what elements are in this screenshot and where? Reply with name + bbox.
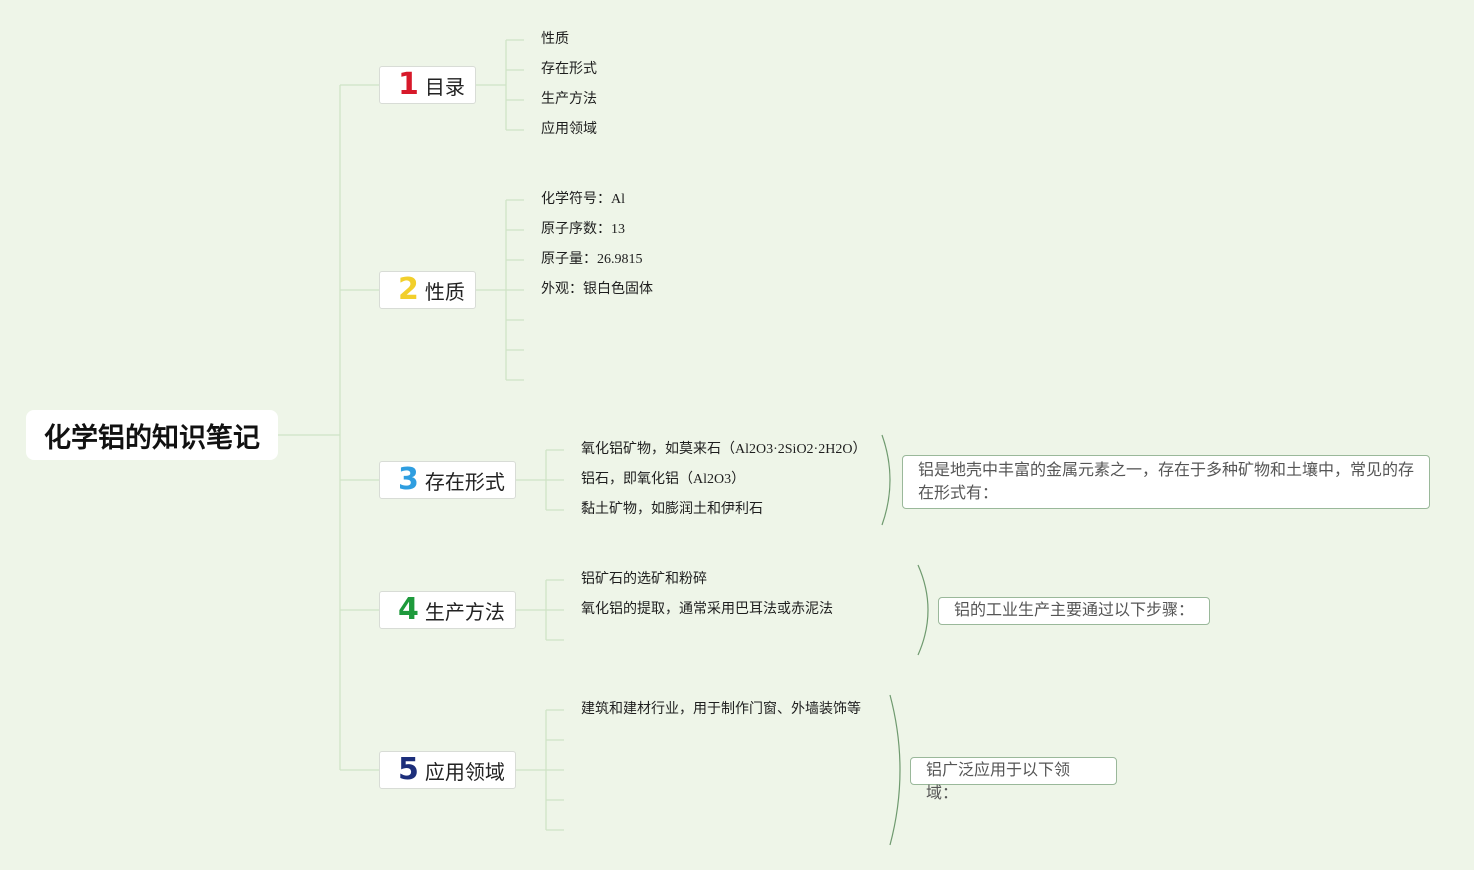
summary-note[interactable]: 铝广泛应用于以下领域： <box>910 757 1117 802</box>
list-item[interactable]: 铝石，即氧化铝（Al2O3） <box>581 472 746 487</box>
section-title: 目录 <box>424 74 465 99</box>
list-item[interactable]: 性质 <box>541 32 569 47</box>
list-item[interactable]: 化学符号：Al <box>541 192 625 207</box>
section-applications[interactable]: 5 应用领域 <box>379 751 516 789</box>
list-item[interactable]: 氧化铝的提取，通常采用巴耳法或赤泥法 <box>581 602 833 617</box>
root-title: 化学铝的知识笔记 <box>44 422 260 454</box>
section-number: 3 <box>398 462 419 497</box>
section-production[interactable]: 4 生产方法 <box>379 591 516 629</box>
list-item[interactable]: 建筑和建材行业，用于制作门窗、外墙装饰等 <box>581 702 861 717</box>
root-topic[interactable]: 化学铝的知识笔记 <box>26 410 278 460</box>
section-number: 5 <box>398 752 419 787</box>
list-item[interactable]: 存在形式 <box>541 62 597 77</box>
section-title: 性质 <box>424 279 465 304</box>
section-title: 存在形式 <box>424 469 505 494</box>
list-item[interactable]: 应用领域 <box>541 122 597 137</box>
list-item[interactable]: 铝矿石的选矿和粉碎 <box>581 572 707 587</box>
list-item[interactable]: 原子量：26.9815 <box>541 252 643 267</box>
section-title: 应用领域 <box>424 759 505 784</box>
section-number: 4 <box>398 592 419 627</box>
list-item[interactable]: 原子序数：13 <box>541 222 625 237</box>
list-item[interactable]: 黏土矿物，如膨润土和伊利石 <box>581 502 763 517</box>
section-properties[interactable]: 2 性质 <box>379 271 476 309</box>
list-item[interactable]: 外观：银白色固体 <box>541 282 653 297</box>
section-number: 1 <box>398 67 419 102</box>
section-number: 2 <box>398 272 419 307</box>
summary-note[interactable]: 铝是地壳中丰富的金属元素之一，存在于多种矿物和土壤中，常见的存在形式有： <box>902 455 1430 509</box>
list-item[interactable]: 生产方法 <box>541 92 597 107</box>
list-item[interactable]: 氧化铝矿物，如莫来石（Al2O3·2SiO2·2H2O） <box>581 442 867 457</box>
section-occurrence[interactable]: 3 存在形式 <box>379 461 516 499</box>
section-title: 生产方法 <box>424 599 505 624</box>
section-contents[interactable]: 1 目录 <box>379 66 476 104</box>
summary-note[interactable]: 铝的工业生产主要通过以下步骤： <box>938 597 1210 625</box>
